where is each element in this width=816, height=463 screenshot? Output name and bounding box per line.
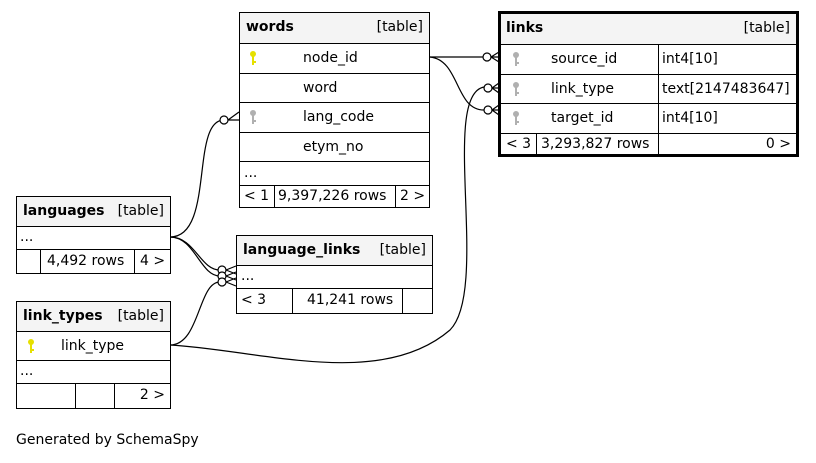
column-name: target_id xyxy=(551,110,614,126)
more-ellipsis: ... xyxy=(241,268,255,284)
column-row[interactable]: word xyxy=(240,73,429,102)
table-kind: [table] xyxy=(379,242,426,258)
table-footer: 4,492 rows 4 > xyxy=(17,249,170,273)
crowfoot xyxy=(227,111,240,121)
table-title: language_links xyxy=(243,242,361,258)
column-name: word xyxy=(303,80,338,96)
more-row[interactable]: ... xyxy=(17,360,170,383)
edge-end-circle xyxy=(217,277,227,287)
parents-count[interactable]: < 3 xyxy=(506,136,532,152)
edge-linktypes-langlinks xyxy=(169,281,221,346)
column-row[interactable]: etym_no xyxy=(240,132,429,161)
column-row[interactable]: lang_code xyxy=(240,102,429,132)
table-title: links xyxy=(506,20,544,36)
column-name: etym_no xyxy=(303,139,364,155)
crowfoot xyxy=(225,277,237,287)
column-name: link_type xyxy=(551,81,615,97)
parents-count[interactable]: < 3 xyxy=(241,292,267,308)
row-count: 9,397,226 rows xyxy=(278,188,387,204)
edge-languages-langlinks-b xyxy=(169,236,221,277)
table-footer: < 1 9,397,226 rows 2 > xyxy=(240,185,429,207)
column-row[interactable]: node_id xyxy=(240,43,429,73)
column-row[interactable]: target_id int4[10] xyxy=(501,103,796,133)
table-kind: [table] xyxy=(117,203,164,219)
crowfoot xyxy=(225,271,237,281)
column-row[interactable]: source_id int4[10] xyxy=(501,44,796,74)
crowfoot xyxy=(225,265,237,275)
foreign-key-icon xyxy=(513,111,519,125)
more-row[interactable]: ... xyxy=(237,265,432,288)
generated-by-label: Generated by SchemaSpy xyxy=(16,432,199,448)
column-type: int4[10] xyxy=(662,110,718,126)
foreign-key-icon xyxy=(513,52,519,66)
more-ellipsis: ... xyxy=(244,165,258,181)
more-ellipsis: ... xyxy=(20,229,34,245)
edge-linktypes-links xyxy=(169,86,485,364)
table-words[interactable]: words [table] node_id word lang_code ety… xyxy=(239,12,430,208)
edge-end-circle xyxy=(483,83,493,93)
column-row[interactable]: link_type text[2147483647] xyxy=(501,74,796,103)
edge-words-links-target xyxy=(429,56,485,111)
edge-end-circle xyxy=(483,105,493,115)
primary-key-icon xyxy=(28,339,34,353)
table-title: link_types xyxy=(23,308,103,324)
children-count[interactable]: 4 > xyxy=(140,253,166,269)
table-languages[interactable]: languages [table] ... 4,492 rows 4 > xyxy=(16,196,171,274)
column-name: source_id xyxy=(551,51,618,67)
edge-end-circle xyxy=(482,52,492,62)
primary-key-icon xyxy=(250,51,256,65)
column-name: node_id xyxy=(303,50,358,66)
crowfoot xyxy=(490,51,500,63)
column-name: link_type xyxy=(61,338,125,354)
table-footer: < 3 41,241 rows xyxy=(237,288,432,313)
table-language-links[interactable]: language_links [table] ... < 3 41,241 ro… xyxy=(236,235,433,314)
table-link-types[interactable]: link_types [table] link_type ... 2 > xyxy=(16,301,171,409)
children-count[interactable]: 0 > xyxy=(765,136,791,152)
table-footer: 2 > xyxy=(17,383,170,408)
crowfoot xyxy=(491,82,500,94)
row-count: 3,293,827 rows xyxy=(541,136,650,152)
foreign-key-icon xyxy=(250,110,256,124)
column-type: text[2147483647] xyxy=(662,81,790,97)
table-kind: [table] xyxy=(743,20,790,36)
table-kind: [table] xyxy=(117,308,164,324)
parents-count[interactable]: < 1 xyxy=(244,188,270,204)
column-type: int4[10] xyxy=(662,51,718,67)
edge-languages-words xyxy=(169,119,225,238)
crowfoot xyxy=(491,104,500,116)
row-count: 41,241 rows xyxy=(307,292,394,308)
edge-end-circle xyxy=(219,115,229,125)
children-count[interactable]: 2 > xyxy=(139,387,165,403)
foreign-key-icon xyxy=(513,82,519,96)
table-links[interactable]: links [table] source_id int4[10] link_ty… xyxy=(498,11,799,157)
more-ellipsis: ... xyxy=(20,363,34,379)
table-title: languages xyxy=(23,203,105,219)
more-row[interactable]: ... xyxy=(240,161,429,185)
table-kind: [table] xyxy=(376,19,423,35)
more-row[interactable]: ... xyxy=(17,226,170,249)
table-title: words xyxy=(246,19,294,35)
column-row[interactable]: link_type xyxy=(17,331,170,360)
column-name: lang_code xyxy=(303,109,374,125)
children-count[interactable]: 2 > xyxy=(400,188,426,204)
table-footer: < 3 3,293,827 rows 0 > xyxy=(501,133,796,155)
row-count: 4,492 rows xyxy=(47,253,125,269)
